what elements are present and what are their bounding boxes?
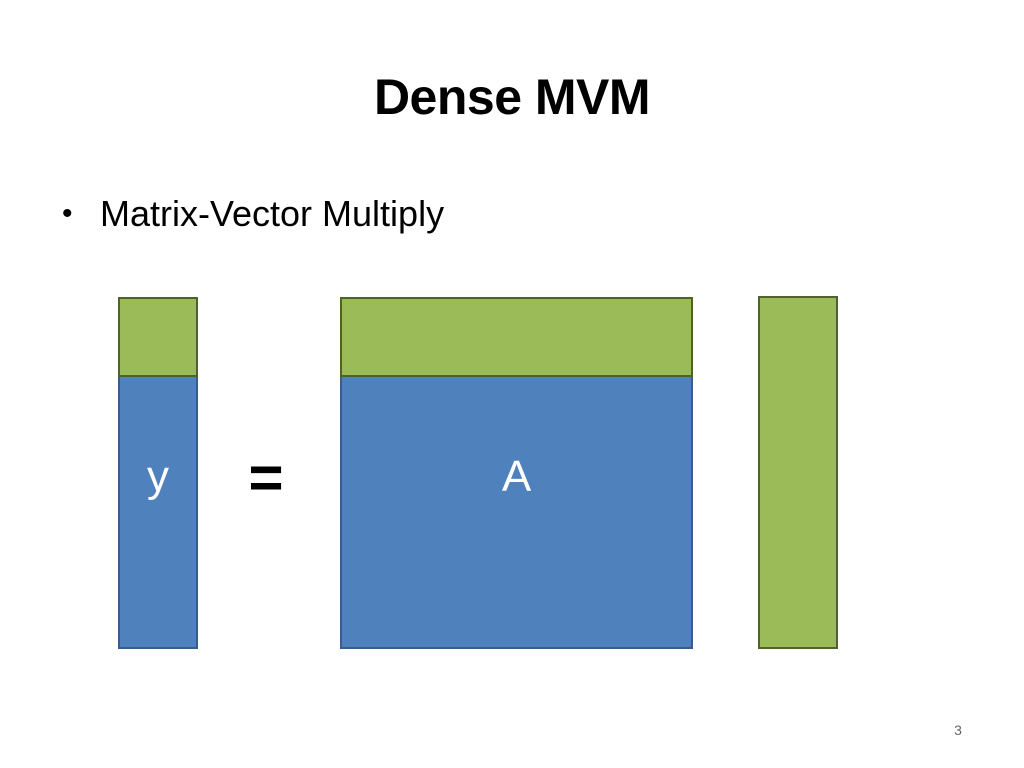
equals-sign: = xyxy=(248,444,284,511)
slide-title: Dense MVM xyxy=(373,69,651,125)
vector-y-highlighted-element xyxy=(118,297,198,377)
matrix-a-highlighted-row xyxy=(340,297,693,377)
vector-x xyxy=(758,296,838,649)
vector-y-label: y xyxy=(147,452,169,501)
bullet-item: • Matrix-Vector Multiply xyxy=(62,190,444,238)
page-number: 3 xyxy=(954,722,962,738)
bullet-text: Matrix-Vector Multiply xyxy=(100,193,445,234)
matrix-a-label: A xyxy=(501,452,532,501)
bullet-icon: • xyxy=(62,197,73,230)
